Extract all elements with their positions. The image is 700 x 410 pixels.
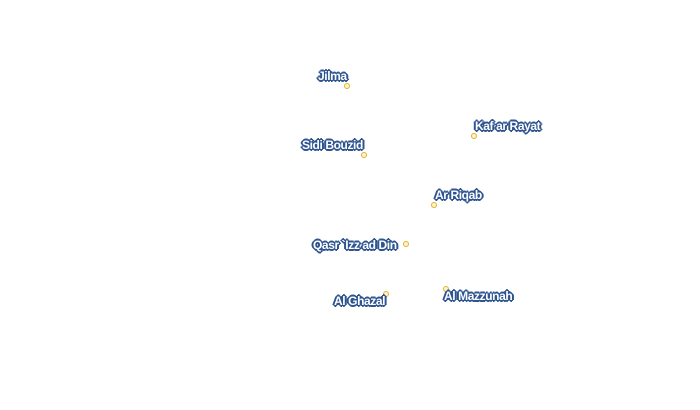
place-label: Kaf ar Rayat [475, 119, 541, 133]
place-label: Al Mazzunah [444, 289, 513, 303]
place-label: Al Ghazal [334, 294, 386, 308]
town-marker-icon [431, 202, 437, 208]
town-marker-icon [443, 286, 449, 292]
town-marker-icon [361, 152, 367, 158]
town-marker-icon [471, 133, 477, 139]
town-marker-icon [344, 83, 350, 89]
place-label: Ar Riqab [435, 188, 482, 202]
place-label: Sidi Bouzid [302, 138, 363, 152]
town-marker-icon [403, 241, 409, 247]
place-label: Jilma [318, 69, 347, 83]
place-label: Qasr `Izz ad Din [313, 238, 397, 252]
town-marker-icon [383, 291, 389, 297]
